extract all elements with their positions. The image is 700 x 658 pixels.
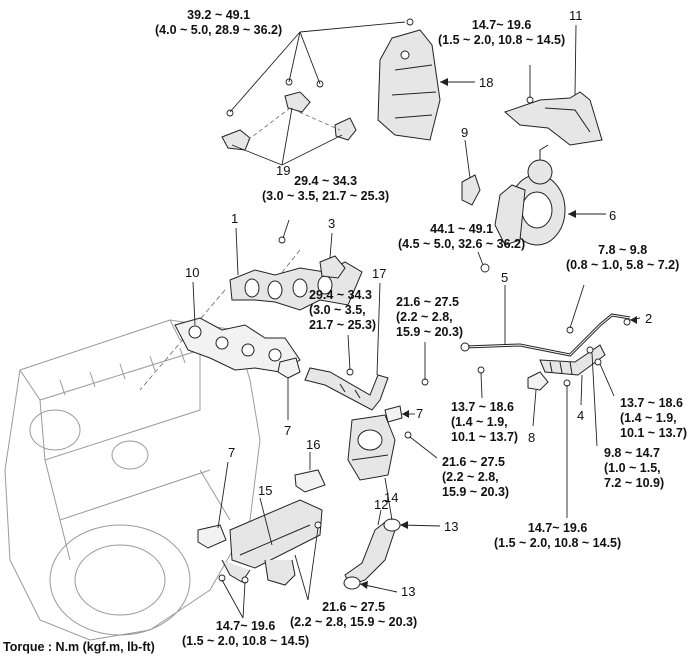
torque-value-alt: (1.4 ~ 1.9, <box>620 411 677 425</box>
hose-clamp-13-top <box>383 518 401 532</box>
gasket-16 <box>294 469 326 493</box>
torque-value: 13.7 ~ 18.6 <box>451 400 514 414</box>
callout-11: 11 <box>569 8 583 23</box>
torque-value: 14.7~ 19.6 <box>527 521 588 535</box>
callout-5: 5 <box>501 270 509 285</box>
brackets-19 <box>221 91 357 151</box>
torque-value-alt: (1.5 ~ 2.0, 10.8 ~ 14.5) <box>494 536 622 550</box>
callout-2: 2 <box>645 311 653 326</box>
heat-protector-11 <box>504 91 603 146</box>
torque-value: 14.7~ 19.6 <box>471 18 532 32</box>
hose-clamp-13-bottom <box>343 576 361 590</box>
callout-15: 15 <box>258 483 273 498</box>
torque-label-valve: 21.6 ~ 27.5 (2.2 ~ 2.8, 15.9 ~ 20.3) <box>442 455 509 500</box>
callout-7-mid: 7 <box>416 406 424 421</box>
torque-label-bottom-left: 14.7~ 19.6 (1.5 ~ 2.0, 10.8 ~ 14.5) <box>182 619 309 649</box>
egr-pipe-17 <box>304 367 389 411</box>
gasket-7-mid <box>384 405 403 423</box>
gasket-10 <box>174 317 301 373</box>
torque-label-cooler: 21.6 ~ 27.5 (2.2 ~ 2.8, 15.9 ~ 20.3) <box>290 600 417 630</box>
torque-label-egr: 21.6 ~ 27.5 (2.2 ~ 2.8, 15.9 ~ 20.3) <box>396 295 463 340</box>
callout-18: 18 <box>479 75 494 90</box>
callout-7-upper: 7 <box>284 423 292 438</box>
actuator-9 <box>461 174 481 206</box>
torque-value-alt: (4.5 ~ 5.0, 32.6 ~ 36.2) <box>398 237 526 251</box>
torque-value-alt: (0.8 ~ 1.0, 5.8 ~ 7.2) <box>566 258 680 272</box>
bolts <box>218 18 631 584</box>
callout-14: 14 <box>384 490 399 505</box>
gasket-7-lower <box>197 524 227 549</box>
torque-label-top-left: 39.2 ~ 49.1 (4.0 ~ 5.0, 28.9 ~ 36.2) <box>155 8 282 38</box>
torque-label-top-right: 14.7~ 19.6 (1.5 ~ 2.0, 10.8 ~ 14.5) <box>438 18 565 48</box>
callout-12: 12 <box>374 497 389 512</box>
torque-value-alt-2: 15.9 ~ 20.3) <box>396 325 464 339</box>
torque-value-alt-2: 21.7 ~ 25.3) <box>309 318 377 332</box>
torque-label-turbo: 44.1 ~ 49.1 (4.5 ~ 5.0, 32.6 ~ 36.2) <box>398 222 525 252</box>
torque-label-far-right: 13.7 ~ 18.6 (1.4 ~ 1.9, 10.1 ~ 13.7) <box>620 396 687 441</box>
torque-label-pipe: 29.4 ~ 34.3 (3.0 ~ 3.5, 21.7 ~ 25.3) <box>309 288 376 333</box>
egr-valve-14 <box>347 414 396 481</box>
torque-label-bottom: 14.7~ 19.6 (1.5 ~ 2.0, 10.8 ~ 14.5) <box>494 521 621 551</box>
torque-value-alt: (4.0 ~ 5.0, 28.9 ~ 36.2) <box>155 23 283 37</box>
torque-value: 29.4 ~ 34.3 <box>294 174 358 188</box>
callout-16: 16 <box>306 437 321 452</box>
torque-value: 21.6 ~ 27.5 <box>396 295 459 309</box>
torque-value-alt: (3.0 ~ 3.5, 21.7 ~ 25.3) <box>262 189 390 203</box>
torque-value-alt: (2.2 ~ 2.8, 15.9 ~ 20.3) <box>290 615 418 629</box>
torque-value-alt: (2.2 ~ 2.8, <box>396 310 453 324</box>
bracket-3 <box>319 255 346 279</box>
callout-17: 17 <box>372 266 387 281</box>
engine-block <box>4 319 261 641</box>
callout-13-bottom: 13 <box>401 584 416 599</box>
arrowheads <box>360 78 637 589</box>
torque-label-manifold: 29.4 ~ 34.3 (3.0 ~ 3.5, 21.7 ~ 25.3) <box>262 174 389 204</box>
torque-value-alt: (1.5 ~ 2.0, 10.8 ~ 14.5) <box>182 634 310 648</box>
torque-value: 29.4 ~ 34.3 <box>309 288 372 302</box>
torque-value: 7.8 ~ 9.8 <box>598 243 648 257</box>
torque-label-return: 9.8 ~ 14.7 (1.0 ~ 1.5, 7.2 ~ 10.9) <box>604 446 664 491</box>
torque-value-alt: (1.0 ~ 1.5, <box>604 461 661 475</box>
leader-lines <box>192 21 641 619</box>
torque-units-note: Torque : N.m (kgf.m, lb-ft) <box>3 640 155 654</box>
callout-7-lower: 7 <box>228 445 236 460</box>
turbocharger-6 <box>494 144 566 246</box>
callout-19: 19 <box>276 163 291 178</box>
egr-cooler-15 <box>221 499 323 586</box>
torque-value-alt-2: 10.1 ~ 13.7) <box>451 430 519 444</box>
callout-9: 9 <box>461 125 469 140</box>
torque-label-oil: 13.7 ~ 18.6 (1.4 ~ 1.9, 10.1 ~ 13.7) <box>451 400 518 445</box>
torque-value-alt-2: 7.2 ~ 10.9) <box>604 476 665 490</box>
gasket-7-upper <box>277 357 301 379</box>
torque-value: 21.6 ~ 27.5 <box>322 600 386 614</box>
torque-value-alt: (1.4 ~ 1.9, <box>451 415 508 429</box>
callout-10: 10 <box>185 265 200 280</box>
callout-13-top: 13 <box>444 519 459 534</box>
torque-value: 44.1 ~ 49.1 <box>430 222 494 236</box>
torque-value-alt: (2.2 ~ 2.8, <box>442 470 499 484</box>
torque-value-alt-2: 10.1 ~ 13.7) <box>620 426 688 440</box>
gasket-8 <box>527 371 549 391</box>
callout-1: 1 <box>231 211 239 226</box>
oil-return-hose-4 <box>539 344 606 376</box>
torque-value-alt-2: 15.9 ~ 20.3) <box>442 485 510 499</box>
callout-4: 4 <box>577 408 585 423</box>
torque-value-alt: (3.0 ~ 3.5, <box>309 303 366 317</box>
callout-6: 6 <box>609 208 617 223</box>
callout-3: 3 <box>328 216 336 231</box>
torque-value: 13.7 ~ 18.6 <box>620 396 683 410</box>
torque-value: 21.6 ~ 27.5 <box>442 455 505 469</box>
callout-8: 8 <box>528 430 536 445</box>
torque-value: 9.8 ~ 14.7 <box>604 446 660 460</box>
heat-protector-18 <box>377 29 441 141</box>
torque-value: 39.2 ~ 49.1 <box>187 8 251 22</box>
torque-value-alt: (1.5 ~ 2.0, 10.8 ~ 14.5) <box>438 33 566 47</box>
torque-label-right: 7.8 ~ 9.8 (0.8 ~ 1.0, 5.8 ~ 7.2) <box>566 243 679 273</box>
torque-value: 14.7~ 19.6 <box>215 619 276 633</box>
